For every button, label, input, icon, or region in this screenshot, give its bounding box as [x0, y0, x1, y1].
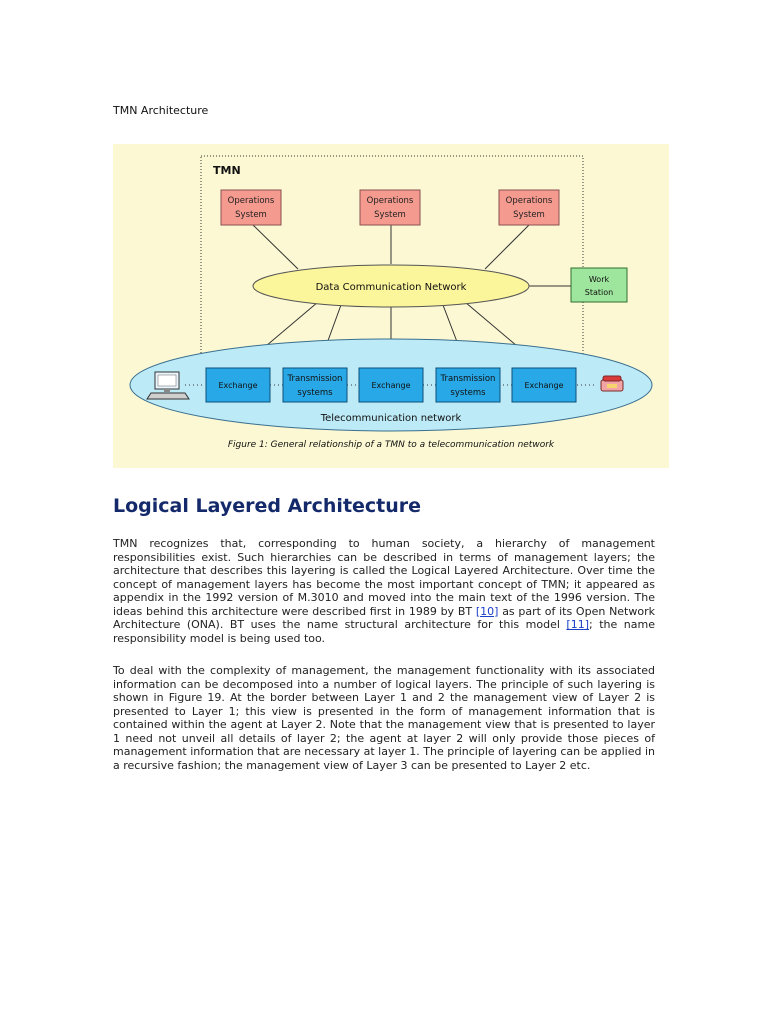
paragraph-text: TMN recognizes that, corresponding to hu…	[113, 537, 655, 618]
exchange-box-1: Exchange	[205, 367, 271, 403]
transmission-box-2: Transmission systems	[435, 367, 501, 403]
operations-system-label: System	[513, 210, 545, 220]
transmission-box-1: Transmission systems	[282, 367, 348, 403]
exchange-box-2: Exchange	[358, 367, 424, 403]
exchange-label: Exchange	[218, 381, 257, 390]
reference-link-11[interactable]: [11]	[566, 618, 589, 631]
workstation-label: Station	[585, 288, 613, 297]
computer-icon	[146, 371, 190, 400]
transmission-label: Transmission	[287, 374, 343, 384]
operations-system-label: Operations	[506, 196, 553, 206]
exchange-label: Exchange	[371, 381, 410, 390]
paragraph-text: ; the name responsibility model is being…	[113, 618, 655, 645]
operations-system-box-3: Operations System	[498, 189, 560, 226]
section-title: Logical Layered Architecture	[113, 495, 422, 517]
exchange-label: Exchange	[524, 381, 563, 390]
workstation-label: Work	[589, 275, 610, 284]
tmn-figure: TMN Operations System Operations System	[113, 144, 669, 468]
transmission-label: systems	[450, 388, 486, 398]
dcn-label: Data Communication Network	[316, 282, 467, 293]
telecom-label: Telecommunication network	[320, 413, 462, 424]
workstation-box: Work Station	[570, 267, 628, 303]
paragraph-1: TMN recognizes that, corresponding to hu…	[113, 537, 655, 645]
operations-system-label: System	[374, 210, 406, 220]
figure-caption: Figure 1: General relationship of a TMN …	[228, 440, 555, 450]
paragraph-2: To deal with the complexity of managemen…	[113, 664, 655, 772]
operations-system-label: System	[235, 210, 267, 220]
reference-link-10[interactable]: [10]	[475, 604, 499, 618]
dcn-ellipse	[252, 264, 530, 308]
tmn-label: TMN	[213, 164, 241, 177]
operations-system-label: Operations	[228, 196, 275, 206]
tmn-boundary	[200, 155, 584, 355]
operations-system-box-2: Operations System	[359, 189, 421, 226]
operations-system-box-1: Operations System	[220, 189, 282, 226]
figure-heading: TMN Architecture	[113, 104, 209, 117]
transmission-label: Transmission	[440, 374, 496, 384]
transmission-label: systems	[297, 388, 333, 398]
exchange-box-3: Exchange	[511, 367, 577, 403]
telephone-icon	[600, 375, 624, 392]
operations-system-label: Operations	[367, 196, 414, 206]
paragraph-text: as part of its Open Network Architecture…	[113, 604, 655, 632]
